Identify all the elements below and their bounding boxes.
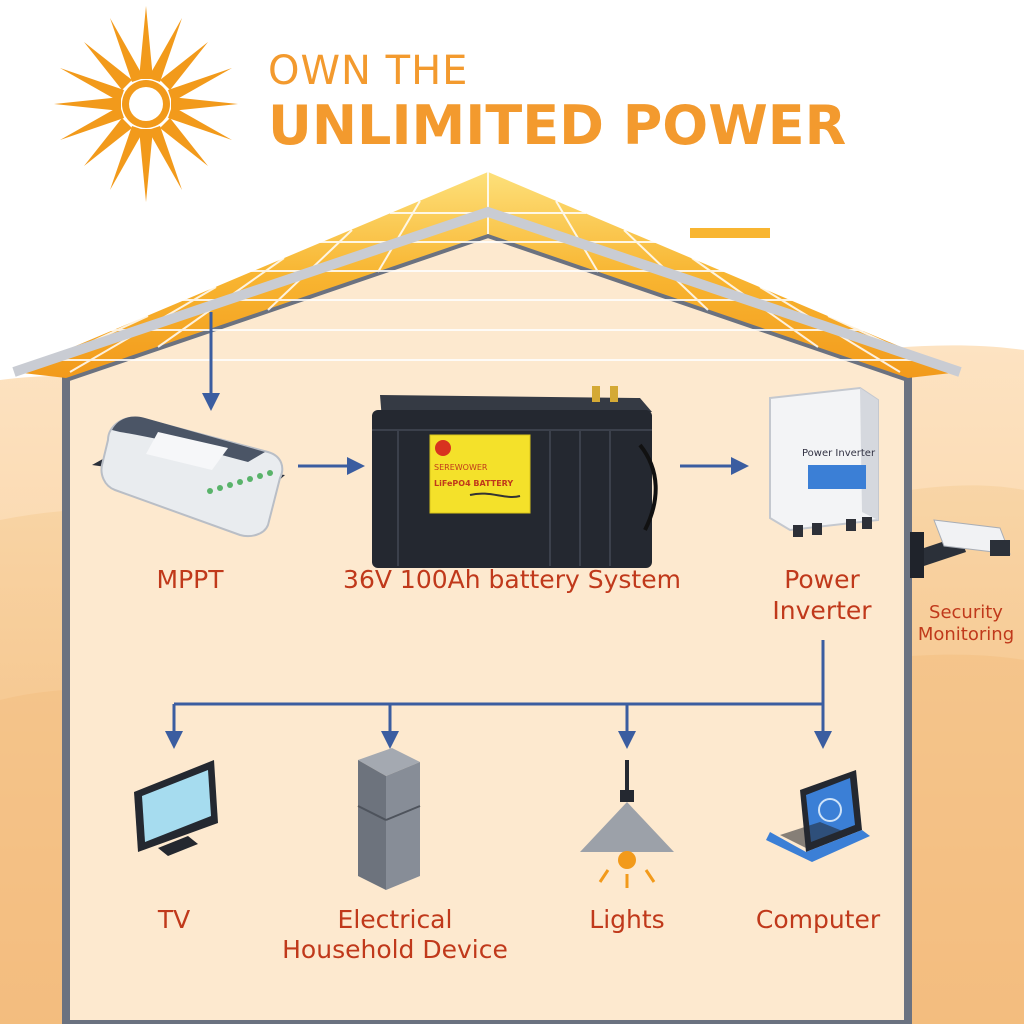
mppt-controller-icon <box>92 416 285 538</box>
label-power-inverter-line1: Power <box>784 565 860 594</box>
label-computer: Computer <box>755 905 881 934</box>
laptop-icon <box>766 770 870 862</box>
battery-chemistry: LiFePO4 BATTERY <box>434 479 513 488</box>
label-household-device-line1: Electrical <box>337 905 453 934</box>
label-mppt: MPPT <box>156 565 224 594</box>
headline-line2: UNLIMITED POWER <box>268 94 847 157</box>
lamp-icon <box>580 760 674 888</box>
tv-icon <box>134 760 218 856</box>
flow-arrows <box>165 312 832 749</box>
label-security-line1: Security <box>929 602 1003 623</box>
power-inverter-icon: Power Inverter <box>769 386 879 537</box>
battery-brand: SEREWOWER <box>434 463 488 472</box>
solar-roof <box>12 172 962 378</box>
label-household-device-line2: Household Device <box>282 935 508 964</box>
label-battery-system: 36V 100Ah battery System <box>343 565 681 594</box>
refrigerator-icon <box>357 748 421 890</box>
label-security-line2: Monitoring <box>917 624 1015 645</box>
label-tv: TV <box>157 905 191 934</box>
sun-icon <box>54 6 238 202</box>
battery-icon: SEREWOWER LiFePO4 BATTERY <box>372 386 658 568</box>
security-camera-icon <box>910 519 1011 578</box>
label-power-inverter-line2: Inverter <box>772 596 872 625</box>
inverter-device-text: Power Inverter <box>802 448 876 459</box>
label-lights: Lights <box>589 905 665 934</box>
headline-line1: OWN THE <box>268 48 469 94</box>
